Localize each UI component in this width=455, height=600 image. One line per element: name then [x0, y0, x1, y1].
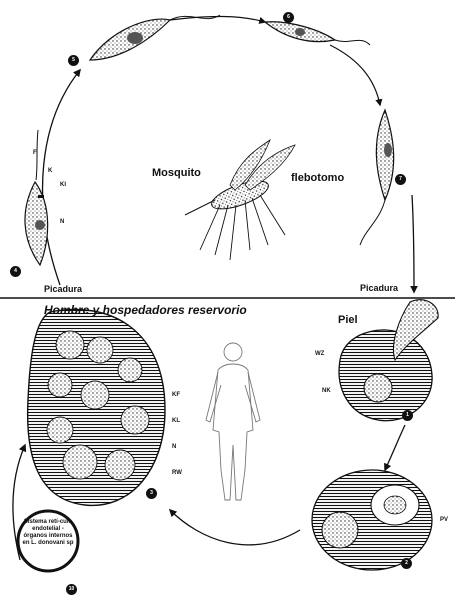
macrophage-label-n: N: [172, 444, 176, 450]
cycle-arrow-to-macrophage: [170, 510, 300, 545]
step-marker-4: 4: [10, 266, 21, 277]
step-marker-10: 10: [66, 584, 77, 595]
picadura-right-label: Picadura: [360, 284, 398, 293]
macrophage-label-kf: KF: [172, 392, 180, 398]
step-marker-5: 5: [68, 55, 79, 66]
parasite-label-k: K: [48, 168, 52, 174]
skin-label-nk: NK: [322, 388, 331, 394]
cycle-arrow-left: [43, 70, 80, 285]
step-marker-7: 7: [395, 174, 406, 185]
sistema-text: Sistema retí-culo endotelial - órganos i…: [22, 519, 74, 547]
section-title: Hombre y hospedadores reservorio: [44, 304, 247, 316]
step-marker-6: 6: [283, 12, 294, 23]
macrophage-label-kl: KL: [172, 418, 180, 424]
cycle-arrow-skin-down: [385, 425, 405, 470]
skin-label-wz: WZ: [315, 351, 324, 357]
sandfly-illustration: [185, 140, 295, 260]
parasite-label-n: N: [60, 219, 64, 225]
step-marker-3: 3: [146, 488, 157, 499]
piel-label: Piel: [338, 315, 358, 326]
step-marker-1: 1: [402, 410, 413, 421]
flebotomo-label: flebotomo: [291, 173, 344, 184]
cycle-arrow-top: [170, 16, 265, 22]
human-figure: [206, 343, 260, 500]
macrophage-cell: [28, 309, 165, 505]
promastigote-right: [360, 110, 394, 245]
parasite-label-kl: KI: [60, 182, 66, 188]
pv-label: PV: [440, 517, 448, 523]
step-marker-2: 2: [401, 558, 412, 569]
mosquito-label: Mosquito: [152, 168, 201, 179]
cycle-arrow-right: [412, 195, 414, 292]
cycle-arrow-topright: [330, 45, 380, 105]
macrophage-label-rw: RW: [172, 470, 182, 476]
infected-cell-pv: [312, 470, 432, 570]
parasite-label-f: F: [33, 150, 37, 156]
promastigote-top: [90, 15, 220, 60]
promastigote-topright: [265, 22, 370, 45]
picadura-left-label: Picadura: [44, 285, 82, 294]
